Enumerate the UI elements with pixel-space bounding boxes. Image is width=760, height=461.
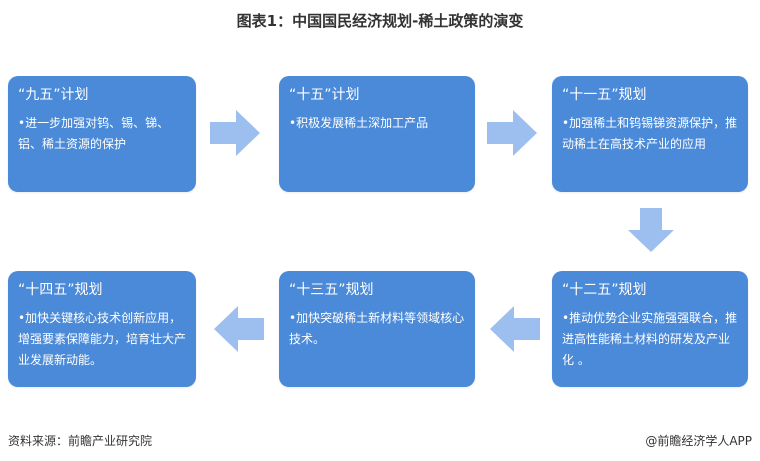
source-note: 资料来源：前瞻产业研究院 xyxy=(8,434,153,448)
stage-title: “十一五”规划 xyxy=(562,87,647,103)
down-arrow-icon xyxy=(628,208,674,252)
stage-card-13th-five-year: “十三五”规划 •加快突破稀土新材料等领域核心技术。 xyxy=(279,271,475,387)
stage-card-9th-five-year: “九五”计划 •进一步加强对钨、锡、锑、铝、稀土资源的保护 xyxy=(8,76,196,192)
left-arrow-icon xyxy=(214,306,264,352)
stage-description: •积极发展稀土深加工产品 xyxy=(289,116,429,130)
stage-card-14th-five-year: “十四五”规划 •加快关键核心技术创新应用，增强要素保障能力，培育壮大产业发展新… xyxy=(8,271,196,387)
left-arrow-icon xyxy=(490,306,540,352)
stage-description: •加快突破稀土新材料等领域核心技术。 xyxy=(289,311,465,346)
stage-description: •加强稀土和钨锡锑资源保护，推动稀土在高技术产业的应用 xyxy=(562,116,738,151)
stage-description: •加快关键核心技术创新应用，增强要素保障能力，培育壮大产业发展新动能。 xyxy=(18,311,187,367)
stage-description: •进一步加强对钨、锡、锑、铝、稀土资源的保护 xyxy=(18,116,170,151)
stage-card-12th-five-year: “十二五”规划 •推动优势企业实施强强联合，推进高性能稀土材料的研发及产业化 。 xyxy=(552,271,748,387)
chart-title: 图表1：中国国民经济规划-稀土政策的演变 xyxy=(236,12,524,30)
stage-card-10th-five-year: “十五”计划 •积极发展稀土深加工产品 xyxy=(279,76,475,192)
stage-title: “十二五”规划 xyxy=(562,282,647,298)
stage-title: “九五”计划 xyxy=(18,87,89,103)
stage-title: “十四五”规划 xyxy=(18,282,103,298)
stage-title: “十三五”规划 xyxy=(289,282,374,298)
stage-description: •推动优势企业实施强强联合，推进高性能稀土材料的研发及产业化 。 xyxy=(562,311,738,367)
right-arrow-icon xyxy=(487,110,537,156)
brand-credit: @前瞻经济学人APP xyxy=(645,434,752,448)
stage-title: “十五”计划 xyxy=(289,87,360,103)
stage-card-11th-five-year: “十一五”规划 •加强稀土和钨锡锑资源保护，推动稀土在高技术产业的应用 xyxy=(552,76,748,192)
right-arrow-icon xyxy=(210,110,260,156)
